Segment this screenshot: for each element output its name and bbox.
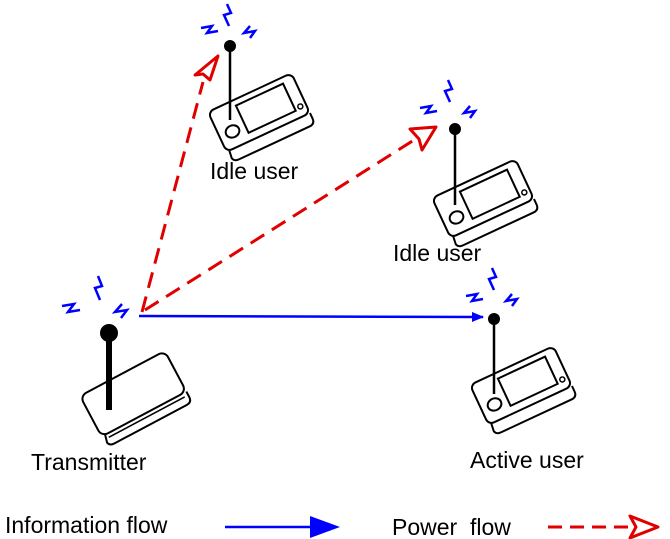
idle-user-1-label: Idle user: [210, 158, 299, 184]
legend-power-arrowhead-icon: [628, 514, 660, 539]
idle-user-2-label: Idle user: [393, 240, 482, 266]
active-user-device: [465, 267, 577, 435]
transmitter-label: Transmitter: [31, 449, 147, 475]
signal-icon: [419, 79, 478, 119]
power-arrowhead-icon: [408, 125, 438, 152]
legend-information-arrowhead-icon: [310, 516, 340, 538]
idle-user-1-device: [200, 3, 315, 162]
power-flow-arrow-idle-1: [140, 81, 205, 313]
idle-user-2-device: [419, 79, 539, 248]
legend-power-label: Power flow: [392, 514, 511, 539]
legend: Information flow Power flow: [5, 512, 660, 539]
legend-information-label: Information flow: [5, 512, 168, 538]
transmitter-antenna-tip: [100, 324, 118, 342]
signal-icon: [200, 3, 258, 39]
power-arrowhead-icon: [193, 54, 220, 82]
signal-icon: [465, 267, 520, 307]
power-flow-arrow-idle-2: [144, 138, 415, 312]
transmitter-device: [61, 275, 192, 446]
information-flow-arrow: [138, 311, 484, 322]
active-user-label: Active user: [470, 447, 584, 473]
signal-icon: [61, 275, 130, 319]
